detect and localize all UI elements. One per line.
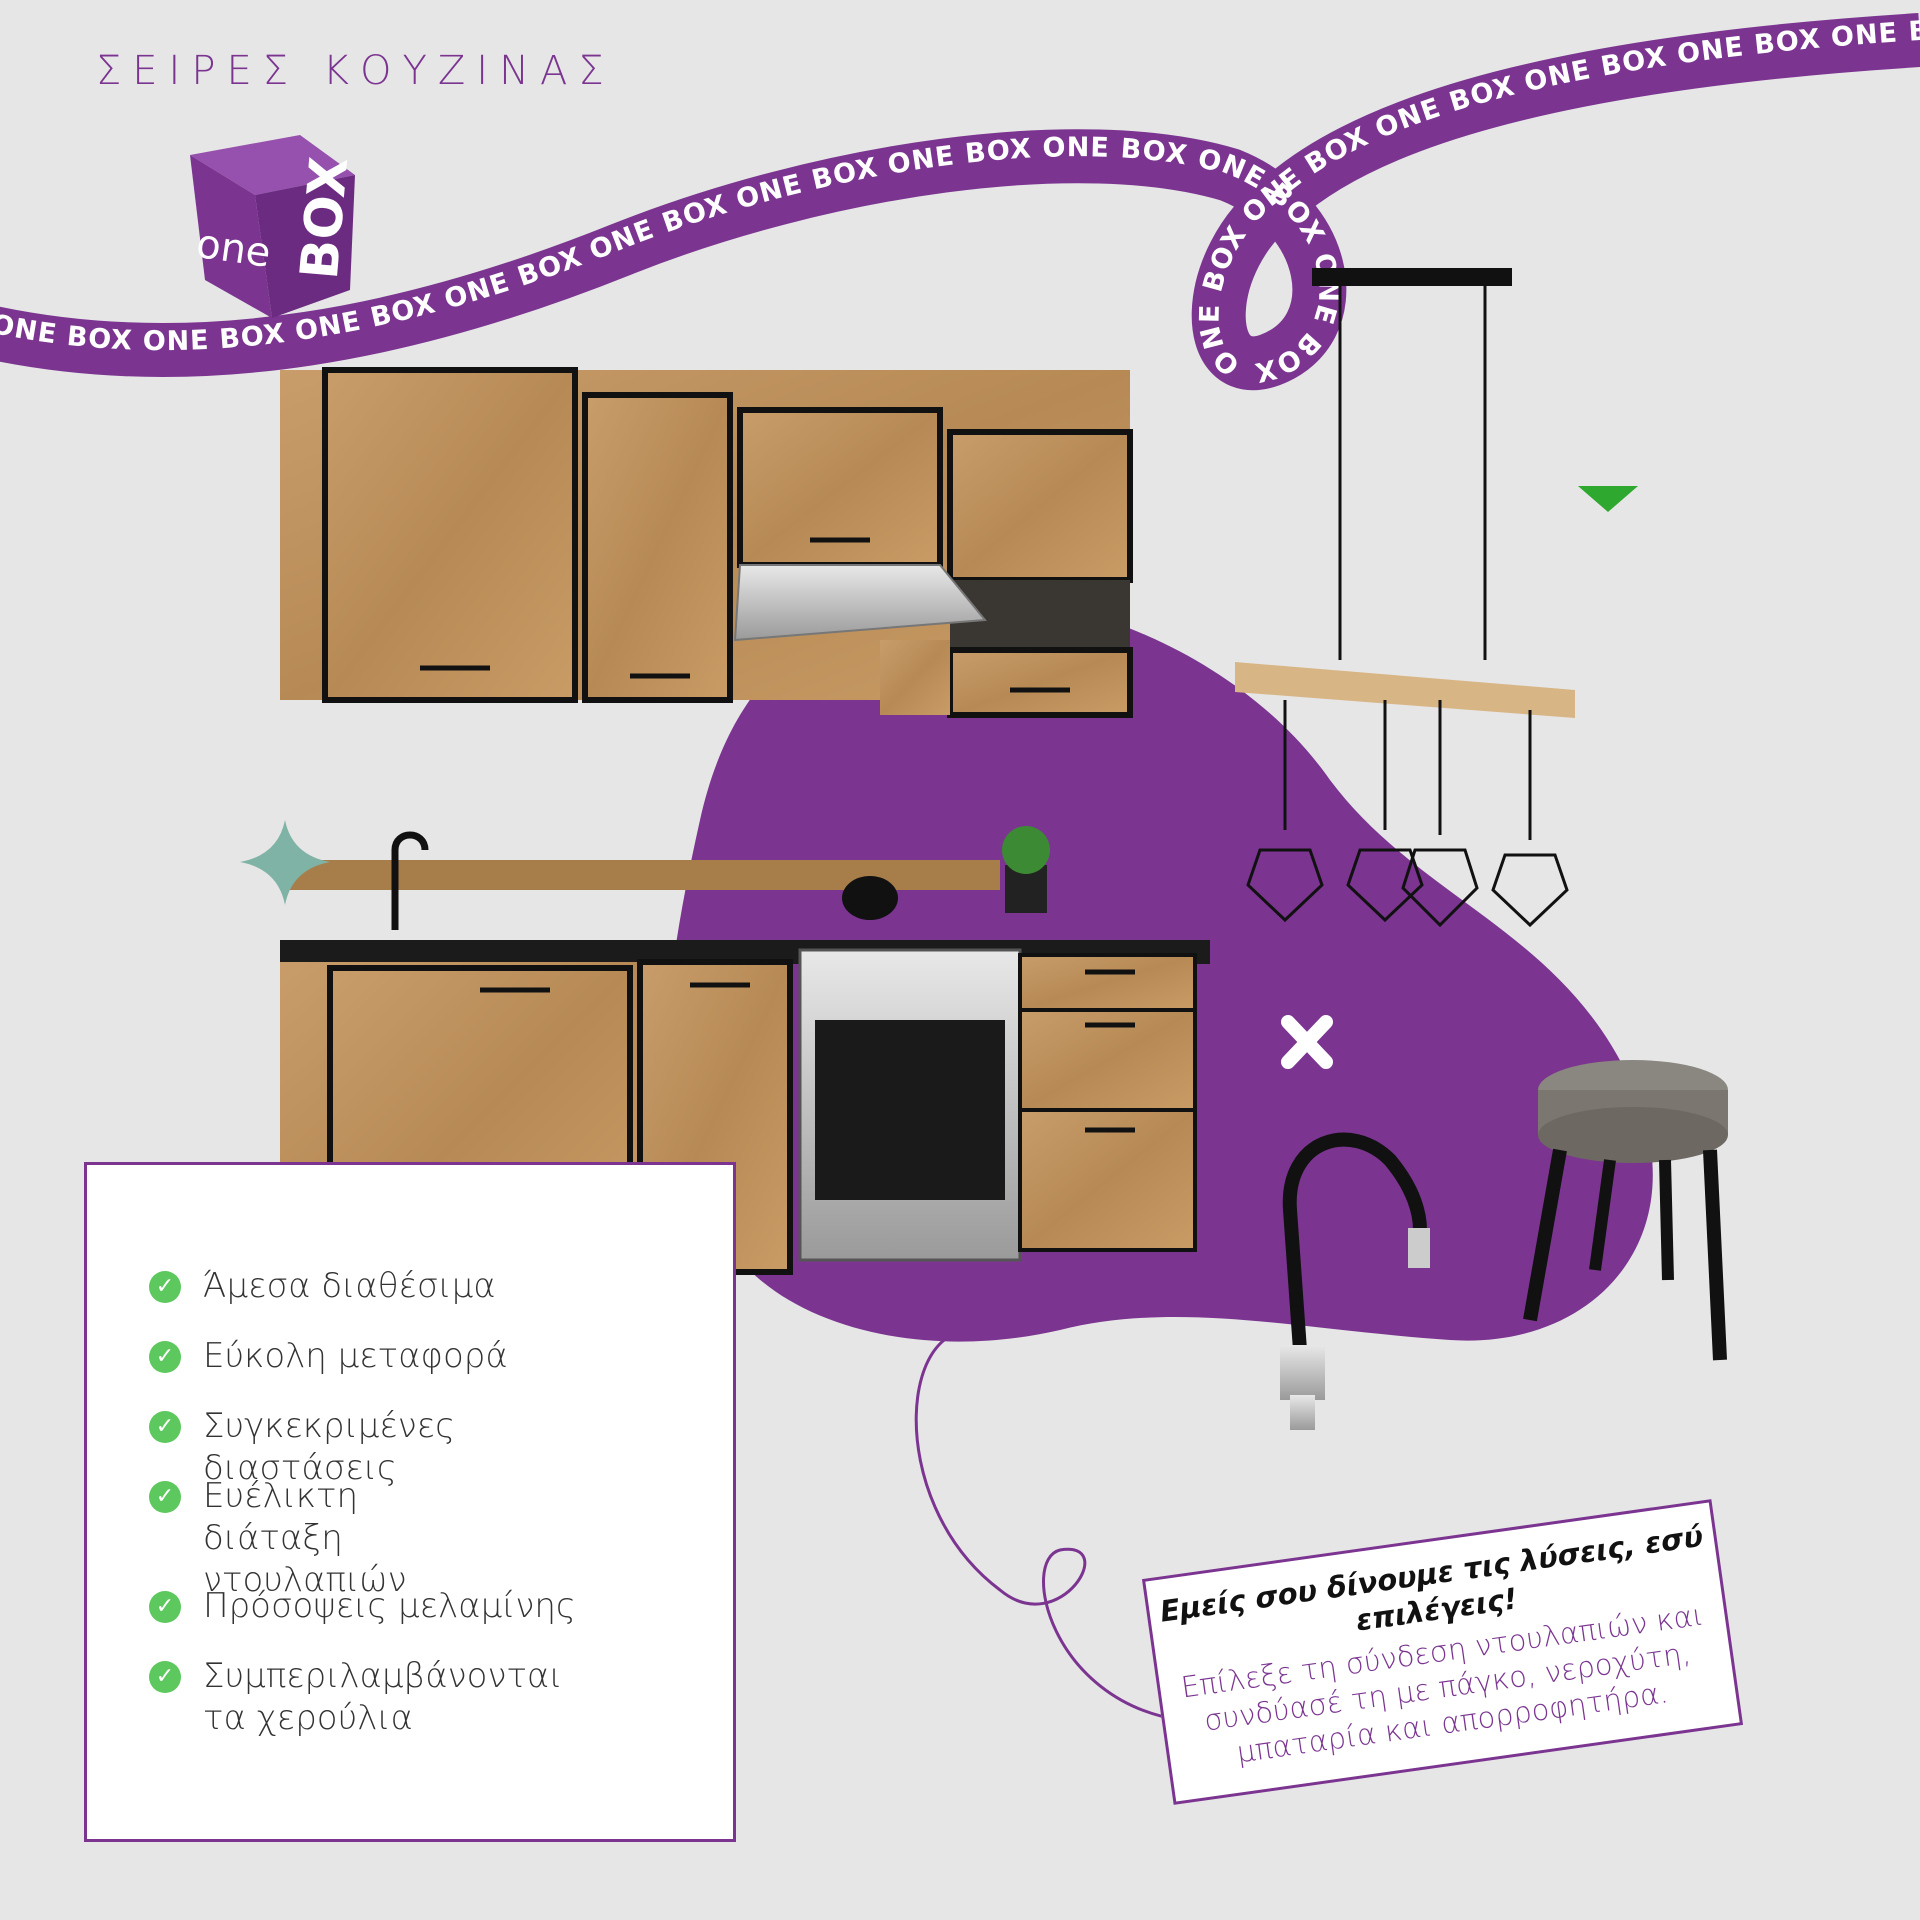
decorative-curve — [914, 1329, 1181, 1722]
svg-text:one: one — [193, 221, 273, 277]
feature-label: Συγκεκριμένες διαστάσεις — [203, 1406, 456, 1488]
stool-icon — [1523, 1060, 1728, 1361]
feature-label: Ευέλικτη διάταξη ντουλαπιών — [203, 1476, 407, 1600]
feature-item: ✓ Άμεσα διαθέσιμα — [149, 1265, 623, 1307]
pendant-lamp-icon — [1235, 268, 1575, 928]
feature-label: Άμεσα διαθέσιμα — [203, 1266, 496, 1306]
faucet-icon — [1280, 1132, 1430, 1430]
close-icon — [1281, 1015, 1333, 1069]
check-icon: ✓ — [149, 1661, 181, 1693]
triangle-down-icon — [1578, 486, 1638, 512]
feature-label: Συμπεριλαμβάνονται τα χερούλια — [203, 1656, 563, 1738]
check-icon: ✓ — [149, 1481, 181, 1513]
feature-item: ✓ Ευέλικτη διάταξη ντουλαπιών — [149, 1475, 503, 1601]
check-icon: ✓ — [149, 1591, 181, 1623]
feature-item: ✓ Πρόσοψεις μελαμίνης — [149, 1585, 623, 1627]
page-title: ΣΕΙΡΕΣ ΚΟΥΖΙΝΑΣ — [96, 48, 615, 94]
svg-text:BOX: BOX — [290, 155, 360, 282]
features-card: ✓ Άμεσα διαθέσιμα ✓ Εύκολη μεταφορά ✓ Συ… — [84, 1162, 736, 1842]
feature-label: Εύκολη μεταφορά — [203, 1336, 508, 1376]
feature-item: ✓ Συγκεκριμένες διαστάσεις — [149, 1405, 623, 1489]
upper-cabinets — [280, 367, 1133, 718]
feature-label: Πρόσοψεις μελαμίνης — [203, 1586, 576, 1626]
cube-logo-icon: one BOX — [190, 135, 360, 318]
check-icon: ✓ — [149, 1411, 181, 1443]
feature-item: ✓ Εύκολη μεταφορά — [149, 1335, 623, 1377]
feature-item: ✓ Συμπεριλαμβάνονται τα χερούλια — [149, 1655, 563, 1739]
check-icon: ✓ — [149, 1271, 181, 1303]
check-icon: ✓ — [149, 1341, 181, 1373]
sparkle-icon — [240, 820, 330, 905]
